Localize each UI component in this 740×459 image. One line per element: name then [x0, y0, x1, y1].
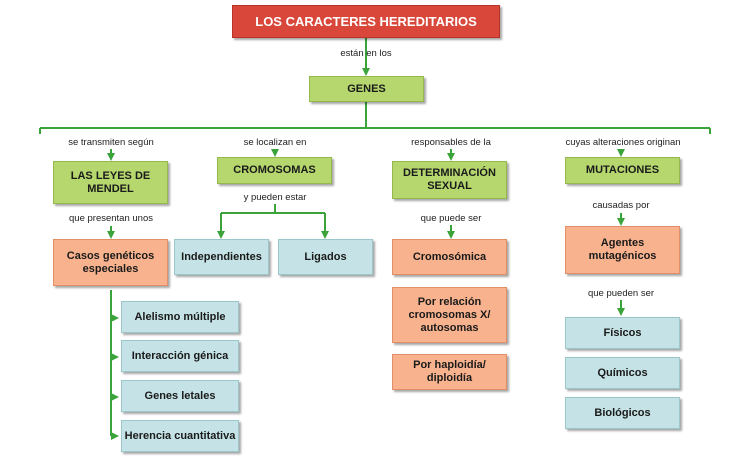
independientes-node-label: Independientes: [181, 250, 262, 263]
fisicos-node-label: Físicos: [603, 326, 642, 339]
link-label-responsables: responsables de la: [411, 137, 491, 148]
link-label-causadas: causadas por: [592, 200, 650, 211]
link-label-alteraciones: cuyas alteraciones originan: [565, 137, 681, 148]
letales-node-label: Genes letales: [144, 389, 216, 402]
genes-node: GENES: [309, 76, 424, 102]
biologicos-node: Biológicos: [565, 397, 680, 429]
quimicos-node: Químicos: [565, 357, 680, 389]
cromosomica-node-label: Cromosómica: [412, 250, 487, 263]
relacion-node-label: Por relación cromosomas X/ autosomas: [408, 295, 491, 334]
link-label-pueden-ser: que pueden ser: [587, 288, 655, 299]
determinacion-node: DETERMINACIÓN SEXUAL: [392, 161, 507, 199]
mutaciones-node-label: MUTACIONES: [585, 164, 660, 176]
link-label-pueden-estar: y pueden estar: [243, 192, 307, 203]
determinacion-node-label: DETERMINACIÓN SEXUAL: [403, 167, 496, 192]
link-label-localizan: se localizan en: [243, 137, 307, 148]
cromosomica-node: Cromosómica: [392, 239, 507, 275]
independientes-node: Independientes: [174, 239, 269, 275]
quimicos-node-label: Químicos: [597, 366, 648, 379]
letales-node: Genes letales: [121, 380, 239, 412]
cromosomas-node: CROMOSOMAS: [217, 157, 332, 184]
interaccion-node-label: Interacción génica: [131, 349, 229, 362]
herencia-node: Herencia cuantitativa: [121, 420, 239, 452]
ligados-node: Ligados: [278, 239, 373, 275]
fisicos-node: Físicos: [565, 317, 680, 349]
link-label-estan: están en los: [340, 48, 392, 59]
haploidia-node-label: Por haploidía/ diploidía: [413, 359, 486, 384]
agentes-node: Agentes mutagénicos: [565, 226, 680, 274]
leyes-node: LAS LEYES DE MENDEL: [53, 161, 168, 204]
agentes-node-label: Agentes mutagénicos: [588, 237, 657, 262]
link-label-transmiten: se transmiten según: [68, 137, 154, 148]
interaccion-node: Interacción génica: [121, 340, 239, 372]
leyes-node-label: LAS LEYES DE MENDEL: [70, 169, 151, 195]
genes-node-label: GENES: [347, 82, 386, 95]
haploidia-node: Por haploidía/ diploidía: [392, 354, 507, 390]
biologicos-node-label: Biológicos: [594, 406, 651, 419]
ligados-node-label: Ligados: [304, 250, 347, 263]
casos-node: Casos genéticos especiales: [53, 239, 168, 286]
title-node-label: LOS CARACTERES HEREDITARIOS: [255, 14, 477, 29]
relacion-node: Por relación cromosomas X/ autosomas: [392, 287, 507, 343]
alelismo-node-label: Alelismo múltiple: [134, 310, 226, 323]
cromosomas-node-label: CROMOSOMAS: [233, 164, 316, 176]
alelismo-node: Alelismo múltiple: [121, 301, 239, 333]
link-label-presentan: que presentan unos: [69, 213, 153, 224]
mutaciones-node: MUTACIONES: [565, 157, 680, 184]
title-node: LOS CARACTERES HEREDITARIOS: [232, 5, 500, 38]
herencia-node-label: Herencia cuantitativa: [124, 429, 236, 442]
link-label-puede-ser: que puede ser: [420, 213, 482, 224]
casos-node-label: Casos genéticos especiales: [66, 249, 155, 275]
